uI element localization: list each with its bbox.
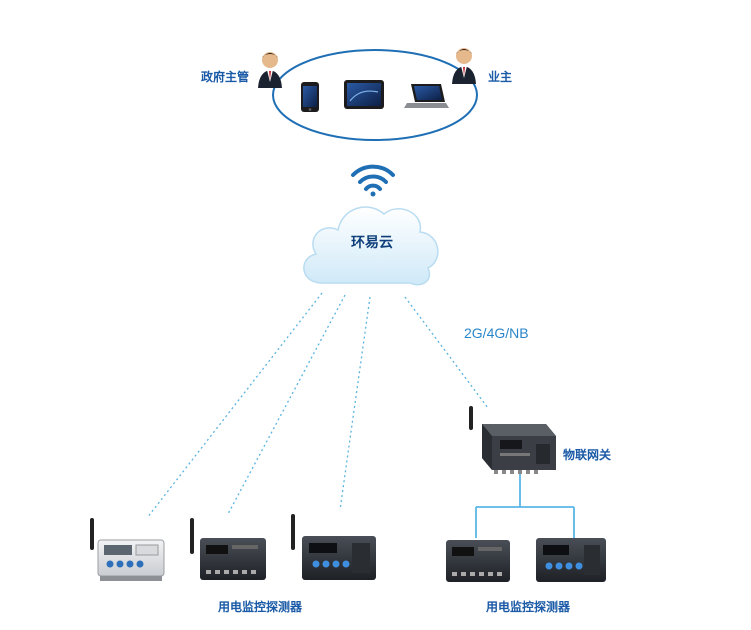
cloud-icon: [303, 206, 439, 286]
network-label: 2G/4G/NB: [464, 325, 529, 341]
person-icon-owner: [452, 48, 476, 84]
detector-5: [536, 538, 606, 582]
detector-1: [90, 518, 165, 581]
user-ellipse: [272, 49, 478, 141]
gateway-links: [475, 474, 575, 538]
owner-label: 业主: [488, 70, 513, 84]
detector-3: [291, 514, 376, 580]
gateway-label: 物联网关: [563, 448, 612, 462]
detector-4: [446, 540, 510, 582]
tablet-icon: [344, 80, 384, 109]
gateway-device: [469, 406, 556, 474]
cloud-label: 环易云: [351, 235, 393, 251]
wifi-icon: [351, 164, 395, 197]
detector-label-right: 用电监控探测器: [485, 600, 571, 614]
cloud-links: [146, 292, 489, 519]
detector-2: [190, 518, 266, 580]
gov-label: 政府主管: [201, 70, 250, 84]
laptop-icon: [404, 84, 449, 108]
person-icon-gov: [258, 52, 282, 88]
phone-icon: [301, 82, 319, 112]
detector-label-left: 用电监控探测器: [217, 600, 303, 614]
